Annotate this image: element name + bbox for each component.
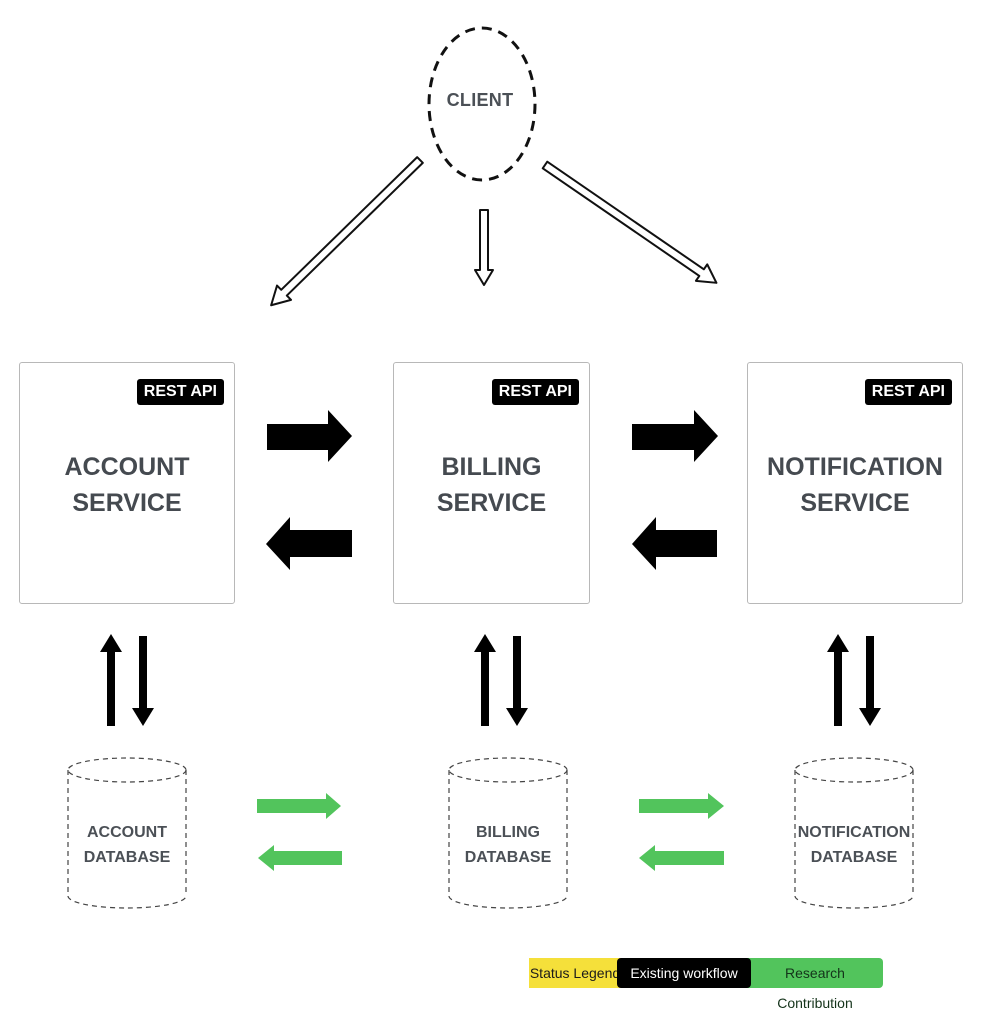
service-title: ACCOUNT SERVICE — [20, 449, 234, 521]
account-db-arrows — [100, 634, 154, 726]
service-title-line: BILLING — [441, 453, 542, 481]
service-title: NOTIFICATION SERVICE — [748, 449, 962, 521]
account-to-billing-arrow — [267, 410, 352, 462]
notification-to-billing-arrow — [632, 517, 717, 570]
billing-db-arrows — [474, 634, 528, 726]
service-title-line: ACCOUNT — [64, 453, 190, 481]
database-label-line: DATABASE — [464, 849, 552, 866]
client-arrow-center — [474, 209, 494, 286]
rest-api-badge: REST API — [864, 379, 952, 405]
rest-api-badge: REST API — [136, 379, 224, 405]
notification-database-label: NOTIFICATION DATABASE — [790, 820, 918, 870]
service-title-line: NOTIFICATION — [767, 453, 943, 481]
legend-status: Status Legend — [529, 958, 621, 988]
account-service-box: REST API ACCOUNT SERVICE — [19, 362, 235, 604]
legend-research-contribution: Research Contribution — [747, 958, 883, 1011]
service-title-line: SERVICE — [800, 489, 910, 517]
client-node-outline — [427, 26, 537, 182]
billing-database-label: BILLING DATABASE — [449, 820, 567, 870]
billing-db-to-notification-db-arrow — [639, 793, 724, 819]
client-label: CLIENT — [446, 90, 514, 110]
service-title: BILLING SERVICE — [394, 449, 589, 521]
notification-db-arrows — [827, 634, 881, 726]
database-label-line: NOTIFICATION — [797, 824, 911, 841]
rest-api-badge: REST API — [491, 379, 579, 405]
notification-service-box: REST API NOTIFICATION SERVICE — [747, 362, 963, 604]
client-arrow-left — [270, 156, 424, 307]
account-db-to-billing-db-arrow — [257, 793, 341, 819]
service-title-line: SERVICE — [436, 489, 547, 517]
database-label-line: DATABASE — [83, 849, 171, 866]
billing-database-cylinder — [448, 757, 568, 909]
billing-service-box: REST API BILLING SERVICE — [393, 362, 590, 604]
billing-db-to-account-db-arrow — [258, 845, 342, 871]
notification-database-cylinder — [794, 757, 914, 909]
database-label-line: BILLING — [476, 824, 540, 841]
billing-to-account-arrow — [266, 517, 352, 570]
database-label-line: ACCOUNT — [87, 824, 167, 841]
billing-to-notification-arrow — [632, 410, 718, 462]
database-label-line: DATABASE — [810, 849, 898, 866]
client-arrow-right — [541, 160, 718, 284]
service-title-line: SERVICE — [72, 489, 182, 517]
notification-db-to-billing-db-arrow — [639, 845, 724, 871]
account-database-label: ACCOUNT DATABASE — [68, 820, 186, 870]
legend-existing-workflow: Existing workflow — [617, 958, 751, 988]
account-database-cylinder — [67, 757, 187, 909]
